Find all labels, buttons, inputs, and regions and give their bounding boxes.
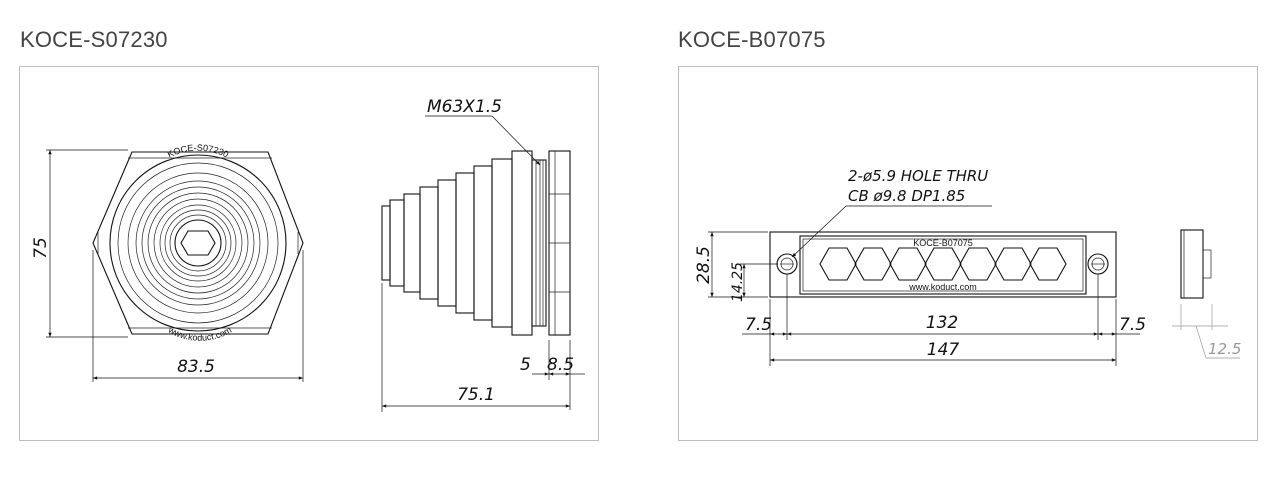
hole-note-leader: [791, 205, 992, 258]
dim-inner-height-b07075: [740, 263, 778, 297]
panel-title-b07075: KOCE-B07075: [678, 27, 826, 52]
dim-height-value: 75: [31, 237, 51, 259]
counterbore-note: CB ø9.8 DP1.85: [848, 187, 965, 205]
url-label-b07075: www.koduct.com: [908, 282, 977, 292]
dim-depth-a: 5: [520, 355, 531, 375]
gland-side-view: [381, 150, 571, 336]
drawing-frame-b07075: [678, 66, 1258, 441]
dim-width-s07230: [92, 250, 304, 382]
dim-depth-b: 8.5: [547, 355, 574, 375]
thread-leader: [425, 115, 541, 166]
plate-front-view: [769, 231, 1117, 298]
dim-length-s07230: [381, 283, 570, 412]
dim-hole-pitch: [742, 274, 1140, 366]
dim-depth-s07230: [532, 340, 585, 410]
thread-spec: M63X1.5: [427, 97, 502, 117]
hole-note: 2-ø5.9 HOLE THRU: [848, 167, 988, 185]
dim-total-width-value: 147: [927, 340, 960, 360]
dim-length-value: 75.1: [457, 385, 495, 405]
dim-height-b07075: [708, 231, 768, 298]
front-label-b07075: KOCE-B07075: [913, 238, 973, 248]
dim-height-b-value: 28.5: [694, 246, 714, 284]
dim-thickness-value: 12.5: [1208, 340, 1241, 358]
dim-height-s07230: [46, 149, 128, 338]
front-label-s07230: KOCE-S07230: [166, 143, 230, 160]
dim-width-value: 83.5: [177, 357, 215, 377]
plate-side-view: [1172, 229, 1240, 359]
dim-hole-pitch-value: 132: [926, 313, 958, 333]
dim-right-offset: 7.5: [1119, 315, 1146, 335]
gland-front-view: [92, 151, 304, 335]
panel-title-s07230: KOCE-S07230: [20, 27, 168, 52]
dim-inner-height-value: 14.25: [730, 262, 746, 302]
dim-left-offset: 7.5: [745, 315, 772, 335]
